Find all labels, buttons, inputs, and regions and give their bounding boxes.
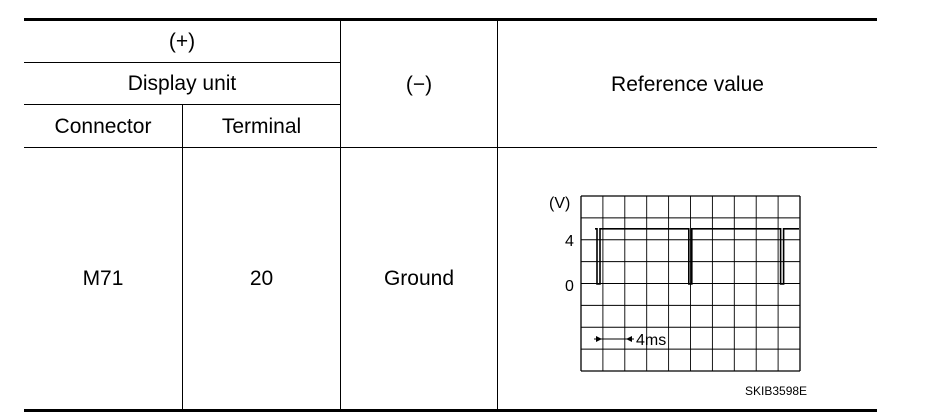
- table-bottom-border: [24, 409, 877, 412]
- y-tick-4-label: 4: [565, 233, 574, 250]
- terminal-cell: 20: [249, 267, 274, 290]
- plus-header: (+): [168, 30, 196, 53]
- waveform-trace: [595, 227, 799, 285]
- y-tick-0-label: 0: [565, 278, 574, 295]
- column-divider: [497, 18, 498, 409]
- time-scale-arrow: [594, 336, 634, 342]
- ground-cell: Ground: [383, 267, 455, 290]
- table-top-border: [24, 18, 877, 21]
- y-axis-unit-label: (V): [549, 195, 570, 212]
- connector-cell: M71: [82, 267, 124, 290]
- terminal-header: Terminal: [221, 114, 302, 138]
- oscilloscope-grid: [580, 195, 801, 372]
- header-bottom-border: [24, 147, 877, 148]
- display-unit-header: Display unit: [127, 72, 237, 95]
- reference-value-header: Reference value: [611, 72, 764, 96]
- connector-header: Connector: [54, 114, 152, 138]
- column-divider: [182, 104, 183, 409]
- column-divider: [340, 18, 341, 409]
- figure-id-label: SKIB3598E: [745, 384, 807, 398]
- time-scale-label: 4ms: [636, 332, 666, 349]
- minus-header: (−): [405, 72, 433, 96]
- terminal-reference-table: (+) Display unit Connector Terminal (−) …: [24, 18, 877, 412]
- row-divider: [24, 62, 341, 63]
